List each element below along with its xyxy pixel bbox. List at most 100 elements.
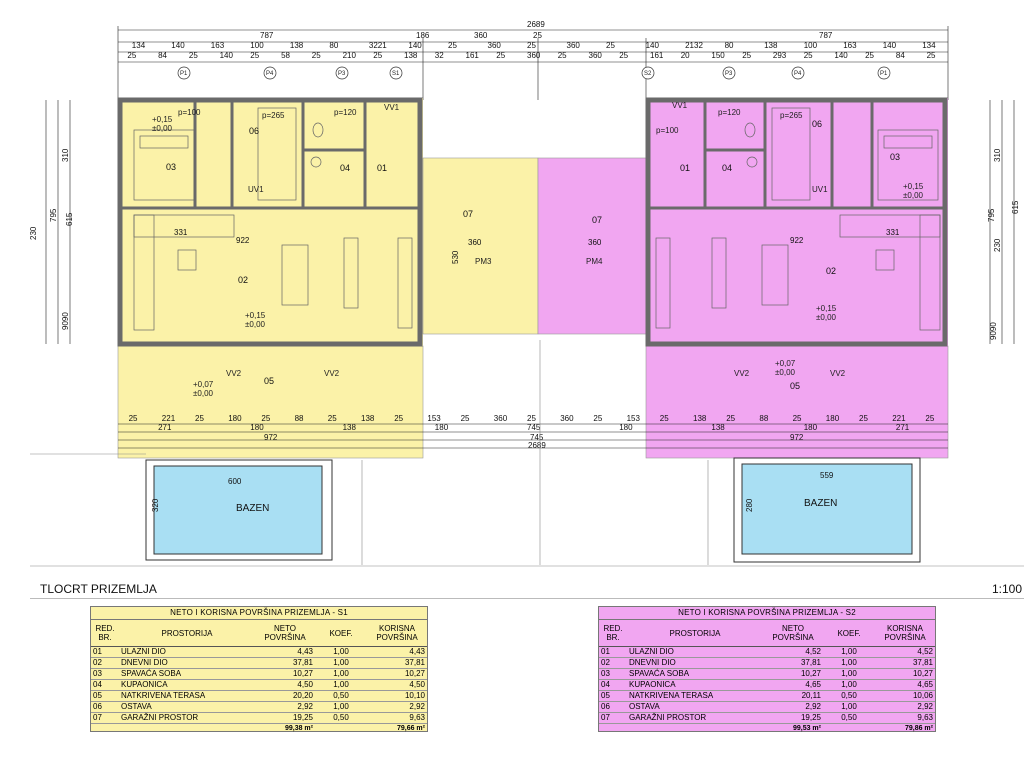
dimension-label: 25 <box>742 51 751 60</box>
dimension-label: 25 <box>865 51 874 60</box>
table-cell: NATKRIVENA TERASA <box>627 690 763 702</box>
s2-interior <box>646 98 948 346</box>
window-marker-label: P1 <box>180 71 188 77</box>
s2-p120: p=120 <box>718 108 741 117</box>
s2-room-04: 04 <box>722 163 732 173</box>
dimension-label: 25 <box>127 51 136 60</box>
table-cell: 03 <box>599 668 627 680</box>
dimension-label: 25 <box>606 41 615 50</box>
s1-inner-walls <box>120 100 420 210</box>
dimension-label: 153 <box>427 414 441 423</box>
table-empty-cell <box>823 724 875 735</box>
table-cell: 4,65 <box>875 679 935 691</box>
table-cell: 02 <box>91 657 119 669</box>
right-dim-615: 615 <box>1011 200 1020 214</box>
dimension-label: 25 <box>660 414 669 423</box>
dimension-label: 25 <box>527 41 536 50</box>
s2-terrace <box>645 345 949 459</box>
dimension-label: 360 <box>567 41 581 50</box>
s1-dim-922: 922 <box>236 236 250 245</box>
s1-vv2-right: VV2 <box>324 369 340 378</box>
table-cell: 19,25 <box>763 712 823 724</box>
s1-pool <box>153 465 323 555</box>
table-cell: SPAVAĆA SOBA <box>627 668 763 680</box>
s2-uv1: UV1 <box>812 185 828 194</box>
drawing-scale: 1:100 <box>991 582 1022 596</box>
table-cell: 2,92 <box>763 701 823 713</box>
dimension-label: 150 <box>711 51 725 60</box>
dimension-label: 360 <box>527 51 541 60</box>
col-koef: KOEF. <box>823 620 875 647</box>
table-cell: 01 <box>91 646 119 658</box>
s1-dim-530: 530 <box>451 250 460 264</box>
dimension-label: 140 <box>883 41 897 50</box>
dimension-label: 25 <box>793 414 802 423</box>
table-cell: 2,92 <box>875 701 935 713</box>
top-dim-25: 25 <box>533 31 542 40</box>
right-dim-795: 795 <box>987 208 996 222</box>
table-cell: 10,27 <box>763 668 823 680</box>
s1-dim-360: 360 <box>468 238 482 247</box>
table-cell: 9,63 <box>875 712 935 724</box>
col-korisna: KORISNA POVRŠINA <box>875 620 935 647</box>
s1-dim-331: 331 <box>174 228 188 237</box>
dimension-label: 138 <box>404 51 418 60</box>
dimension-label: 210 <box>343 51 357 60</box>
table-total-cell: 79,86 m² <box>904 725 933 732</box>
s1-level-bed-2: ±0,00 <box>152 124 173 133</box>
table-cell: 1,00 <box>823 679 875 691</box>
s1-level-living: +0,15 <box>245 311 266 320</box>
dimension-label: 25 <box>189 51 198 60</box>
s2-room-07: 07 <box>592 215 602 225</box>
s2-level-terrace: +0,07 <box>775 359 796 368</box>
table-cell: 37,81 <box>255 657 315 669</box>
table-cell: 1,00 <box>823 701 875 713</box>
s2-level-living: +0,15 <box>816 304 837 313</box>
top-dim-161: 787 <box>819 31 833 40</box>
dimension-label: 88 <box>759 414 768 423</box>
table-cell: 01 <box>599 646 627 658</box>
s1-p100: p=100 <box>178 108 201 117</box>
right-dim-310: 310 <box>993 148 1002 162</box>
s2-vv2-left: VV2 <box>734 369 750 378</box>
table-cell: 05 <box>91 690 119 702</box>
s2-p100: p=100 <box>656 126 679 135</box>
dimension-label: 140 <box>408 41 422 50</box>
s1-pm3: PM3 <box>475 257 492 266</box>
right-dim-9090: 9090 <box>989 322 998 340</box>
table-cell: DNEVNI DIO <box>627 657 763 669</box>
dimension-label: 25 <box>558 51 567 60</box>
dimension-label: 161 <box>650 51 664 60</box>
right-dimension-line <box>989 100 1015 344</box>
left-dim-9090: 9090 <box>61 312 70 330</box>
dimension-label: 100 <box>250 41 264 50</box>
left-dim-310: 310 <box>61 148 70 162</box>
s1-vv2-left: VV2 <box>226 369 242 378</box>
dimension-label: 745 <box>527 423 541 432</box>
dimension-label: 221 <box>892 414 906 423</box>
table-cell: 1,00 <box>823 657 875 669</box>
s1-pool-height: 320 <box>151 498 160 512</box>
table-cell: 19,25 <box>255 712 315 724</box>
dimension-label: 293 <box>773 51 787 60</box>
table-cell: 0,50 <box>823 712 875 724</box>
site-lines <box>30 340 1024 567</box>
s1-level-terrace: +0,07 <box>193 380 214 389</box>
s2-level-bed-2: ±0,00 <box>903 191 924 200</box>
dimension-label: 180 <box>826 414 840 423</box>
dimension-label: 140 <box>171 41 185 50</box>
dimension-label: 25 <box>726 414 735 423</box>
s2-walls <box>645 97 948 347</box>
s1-furniture <box>133 107 413 331</box>
table-cell: NATKRIVENA TERASA <box>119 690 255 702</box>
dimension-label: 25 <box>261 414 270 423</box>
s2-level-living-2: ±0,00 <box>816 313 837 322</box>
table-empty-cell <box>119 724 255 735</box>
table-cell: DNEVNI DIO <box>119 657 255 669</box>
dimension-label: 163 <box>843 41 857 50</box>
table-cell: KUPAONICA <box>119 679 255 691</box>
